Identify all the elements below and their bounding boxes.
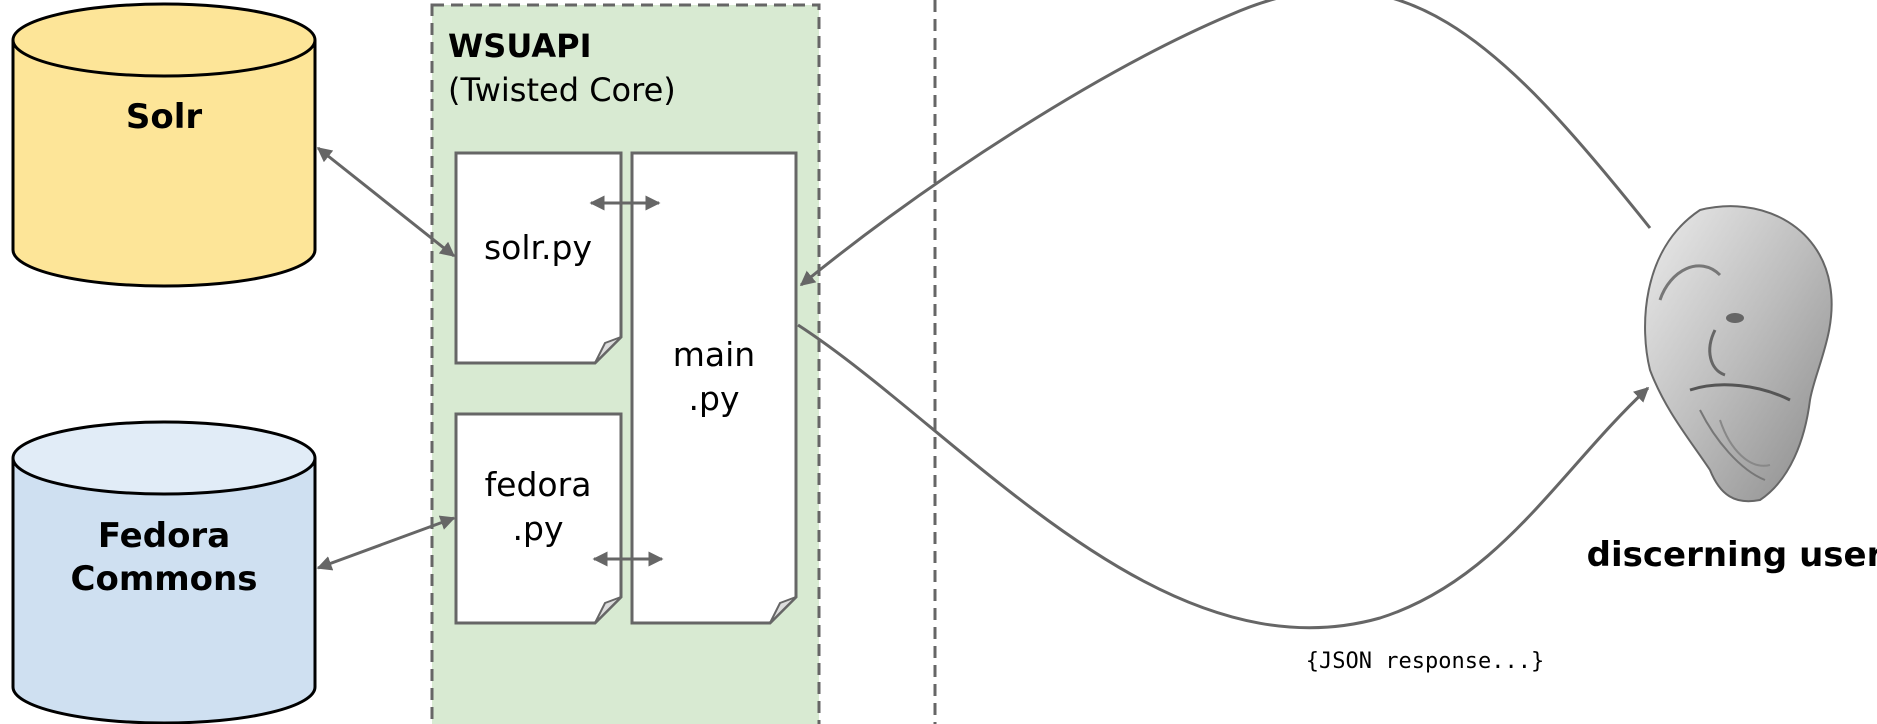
fedora-py-file: fedora .py xyxy=(454,412,623,625)
fedora-py-label-line1: fedora xyxy=(485,465,592,504)
json-response-label: {JSON response...} xyxy=(1306,649,1544,674)
socrates-bust-icon xyxy=(1644,205,1833,503)
main-py-file: main .py xyxy=(630,151,798,625)
fedora-py-label-line2: .py xyxy=(513,509,564,548)
wsuapi-title: WSUAPI xyxy=(448,27,591,65)
solr-py-file: solr.py xyxy=(454,151,623,365)
user-label: discerning user xyxy=(1587,535,1877,575)
fedora-database: Fedora Commons xyxy=(11,420,317,724)
solr-database: Solr xyxy=(11,2,317,288)
fedora-fedorapy-arrow xyxy=(316,515,456,571)
fedora-label-line2: Commons xyxy=(71,559,258,599)
main-py-label-line1: main xyxy=(673,335,755,374)
solr-label: Solr xyxy=(126,97,203,137)
wsuapi-subtitle: (Twisted Core) xyxy=(448,71,676,109)
main-py-label-line2: .py xyxy=(689,379,740,418)
response-curve xyxy=(797,323,1650,630)
solr-py-label: solr.py xyxy=(484,228,592,267)
solr-solrpy-arrow xyxy=(316,146,456,258)
request-curve xyxy=(799,0,1652,287)
fedora-label-line1: Fedora xyxy=(98,516,230,556)
